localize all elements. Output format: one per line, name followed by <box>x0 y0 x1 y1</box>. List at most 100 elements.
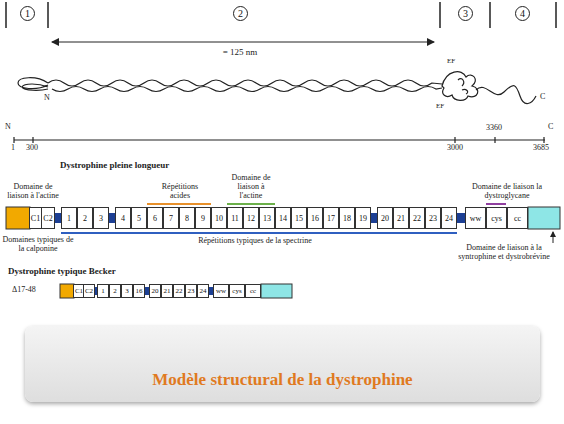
domain-label: Domaine de liaison à l'actine <box>226 174 276 201</box>
spectrin-repeat: 2 <box>109 284 121 298</box>
spectrin-repeat: 22 <box>409 207 425 229</box>
box-text: 1 <box>25 8 30 19</box>
domain-label: Domaine de liaison à l'actine <box>2 183 64 201</box>
sequence-scale <box>14 137 545 143</box>
spectrin-repeat: 19 <box>355 207 371 229</box>
spectrin-repeat: 3 <box>93 207 109 229</box>
spectrin-repeat: 16 <box>133 284 145 298</box>
spectrin-repeat: 20 <box>149 284 161 298</box>
box-text: 10 <box>215 214 223 223</box>
spectrin-repeat: 7 <box>163 207 179 229</box>
box-text: C1 <box>75 287 83 295</box>
spectrin-repeat: 6 <box>147 207 163 229</box>
domain-box: cc <box>507 207 528 229</box>
box-text: cys <box>491 214 502 223</box>
terminus-label: C <box>540 93 545 102</box>
box-text: 20 <box>152 287 159 295</box>
spectrin-repeat: 24 <box>197 284 209 298</box>
region-number: 2 <box>233 6 248 21</box>
spectrin-repeat: 3 <box>121 284 133 298</box>
spectrin-repeat: 17 <box>323 207 339 229</box>
domain-label: Domaine de liaison à la syntrophine et d… <box>458 244 550 262</box>
box-text: cys <box>232 287 241 295</box>
box-text: 3 <box>99 214 103 223</box>
spectrin-repeat: 15 <box>291 207 307 229</box>
spectrin-repeat: 20 <box>377 207 393 229</box>
box-text: 12 <box>247 214 255 223</box>
becker-bar <box>60 284 292 298</box>
domain-box: ww <box>213 284 229 298</box>
box-text: 2 <box>83 214 87 223</box>
domain-label: Répétitions acides <box>152 183 208 201</box>
box-text: 23 <box>188 287 195 295</box>
box-text: C2 <box>43 214 52 223</box>
box-text: 17 <box>327 214 335 223</box>
residue-number: 3685 <box>533 144 549 153</box>
deletion-label: Δ17-48 <box>12 286 36 295</box>
section-heading: Dystrophine pleine longueur <box>60 160 169 170</box>
motif-label: EF <box>447 58 455 66</box>
domain-box: cys <box>229 284 245 298</box>
box-text: ww <box>216 287 226 295</box>
box-text: 15 <box>295 214 303 223</box>
residue-number: 300 <box>26 144 38 153</box>
spectrin-repeat: 23 <box>185 284 197 298</box>
box-text: 24 <box>445 214 453 223</box>
protein-rod <box>18 72 536 104</box>
terminus-label: N <box>5 123 11 132</box>
spectrin-repeat: 9 <box>195 207 211 229</box>
spectrin-repeat: 24 <box>441 207 457 229</box>
spectrin-repeat: 1 <box>97 284 109 298</box>
box-text: 9 <box>201 214 205 223</box>
box-text: 16 <box>311 214 319 223</box>
box-text: ww <box>470 214 482 223</box>
box-text: 2 <box>113 287 117 295</box>
spectrin-repeat: 13 <box>259 207 275 229</box>
caption-panel: Modèle structural de la dystrophine <box>25 326 540 402</box>
box-text: C2 <box>85 287 93 295</box>
box-text: 24 <box>200 287 207 295</box>
box-text: 8 <box>185 214 189 223</box>
box-text: 23 <box>429 214 437 223</box>
spectrin-repeat: 2 <box>77 207 93 229</box>
box-text: 19 <box>359 214 367 223</box>
domain-box: C2 <box>83 284 95 298</box>
spectrin-repeat: 16 <box>307 207 323 229</box>
residue-number: 1 <box>11 144 15 153</box>
box-text: 3 <box>125 287 129 295</box>
box-text: 22 <box>176 287 183 295</box>
dimension-label: = 125 nm <box>200 47 280 57</box>
spectrin-repeat: 23 <box>425 207 441 229</box>
box-text: 5 <box>137 214 141 223</box>
spectrin-repeat: 11 <box>227 207 243 229</box>
caption: Modèle structural de la dystrophine <box>25 370 540 390</box>
spectrin-repeat: 21 <box>393 207 409 229</box>
spectrin-repeat: 1 <box>61 207 77 229</box>
box-text: 1 <box>101 287 105 295</box>
box-text: 21 <box>397 214 405 223</box>
spectrin-repeat: 4 <box>115 207 131 229</box>
box-text: cc <box>250 287 256 295</box>
box-text: 20 <box>381 214 389 223</box>
box-text: 18 <box>343 214 351 223</box>
spectrin-repeat: 22 <box>173 284 185 298</box>
region-number: 4 <box>515 6 530 21</box>
spectrin-repeat: 10 <box>211 207 227 229</box>
spectrin-repeat: 21 <box>161 284 173 298</box>
residue-number: 3000 <box>447 144 463 153</box>
spectrin-repeat: 8 <box>179 207 195 229</box>
spectrin-repeat: 5 <box>131 207 147 229</box>
box-text: 6 <box>153 214 157 223</box>
box-text: 16 <box>136 287 143 295</box>
box-text: 2 <box>238 8 243 19</box>
domain-label: Domaine de liaison la dystroglycane <box>462 183 552 201</box>
region-bars <box>6 2 556 28</box>
dimension-arrow <box>52 42 434 43</box>
spectrin-repeat: 12 <box>243 207 259 229</box>
domain-box: cys <box>486 207 507 229</box>
box-text: 11 <box>231 214 239 223</box>
terminus-label: C <box>548 123 553 132</box>
box-text: 7 <box>169 214 173 223</box>
domain-box: ww <box>465 207 486 229</box>
spectrin-repeat: 14 <box>275 207 291 229</box>
